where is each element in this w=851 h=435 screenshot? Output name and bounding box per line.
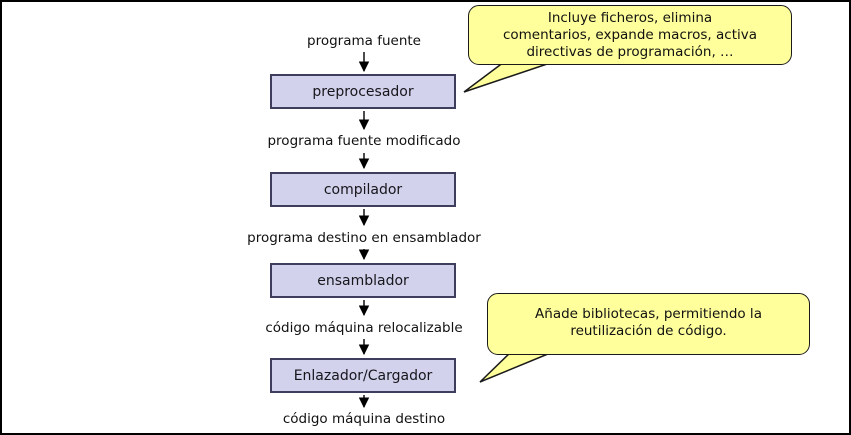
stage-box-preprocesador: preprocesador [270,74,456,109]
callout-text-line: Incluye ficheros, elimina [547,10,713,26]
stage-box-compilador: compilador [270,172,456,207]
flow-label-codigo-destino: código máquina destino [282,411,446,427]
stage-box-enlazador-cargador: Enlazador/Cargador [270,358,456,393]
flow-label-programa-fuente: programa fuente [307,33,421,49]
callout-preprocessor-note: Incluye ficheros, elimina comentarios, e… [468,5,792,65]
callout-text-line: Añade bibliotecas, permitiendo la [535,306,762,322]
flow-label-programa-fuente-modificado: programa fuente modificado [267,133,461,149]
stage-box-ensamblador: ensamblador [270,263,456,298]
callout-text-line: comentarios, expande macros, activa [502,27,758,43]
flow-label-codigo-relocalizable: código máquina relocalizable [265,320,463,336]
callout-linker-note: Añade bibliotecas, permitiendo la reutil… [487,293,810,355]
callout-text-line: directivas de programación, … [526,44,734,60]
flow-label-programa-destino: programa destino en ensamblador [247,230,481,246]
callout-text-line: reutilización de código. [570,323,727,339]
